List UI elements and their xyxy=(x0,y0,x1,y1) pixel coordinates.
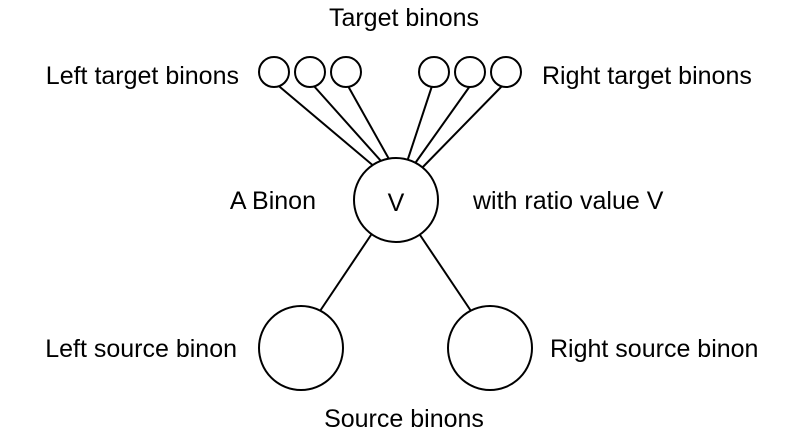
left-source-binon-label: Left source binon xyxy=(45,335,237,363)
link-right-target-2 xyxy=(410,85,471,170)
right-source-binon-label: Right source binon xyxy=(550,335,758,363)
source-connectors xyxy=(319,231,472,312)
link-left-source xyxy=(319,231,374,312)
right-target-binon xyxy=(418,56,450,88)
right-target-binon xyxy=(490,56,522,88)
left-target-binon xyxy=(294,56,326,88)
right-source-binon xyxy=(447,305,533,391)
link-left-target-2 xyxy=(312,84,390,171)
target-connectors xyxy=(273,81,505,174)
link-right-target-1 xyxy=(404,85,433,169)
right-target-binons-label: Right target binons xyxy=(542,62,752,90)
target-binons-label: Target binons xyxy=(329,4,479,32)
left-target-binon xyxy=(258,56,290,88)
ratio-value-label: with ratio value V xyxy=(472,187,664,215)
left-target-binon xyxy=(330,56,362,88)
link-right-target-3 xyxy=(417,83,505,173)
right-target-binons xyxy=(418,56,522,88)
binon-symbol: V xyxy=(388,189,405,217)
link-left-target-3 xyxy=(347,85,395,169)
left-target-binons-label: Left target binons xyxy=(46,62,239,90)
source-binons-label: Source binons xyxy=(324,405,484,433)
left-source-binon xyxy=(258,305,344,391)
a-binon-label: A Binon xyxy=(230,187,316,215)
link-right-source xyxy=(417,231,472,312)
central-binon xyxy=(353,157,439,243)
link-left-target-1 xyxy=(273,81,383,174)
right-target-binon xyxy=(454,56,486,88)
left-target-binons xyxy=(258,56,362,88)
